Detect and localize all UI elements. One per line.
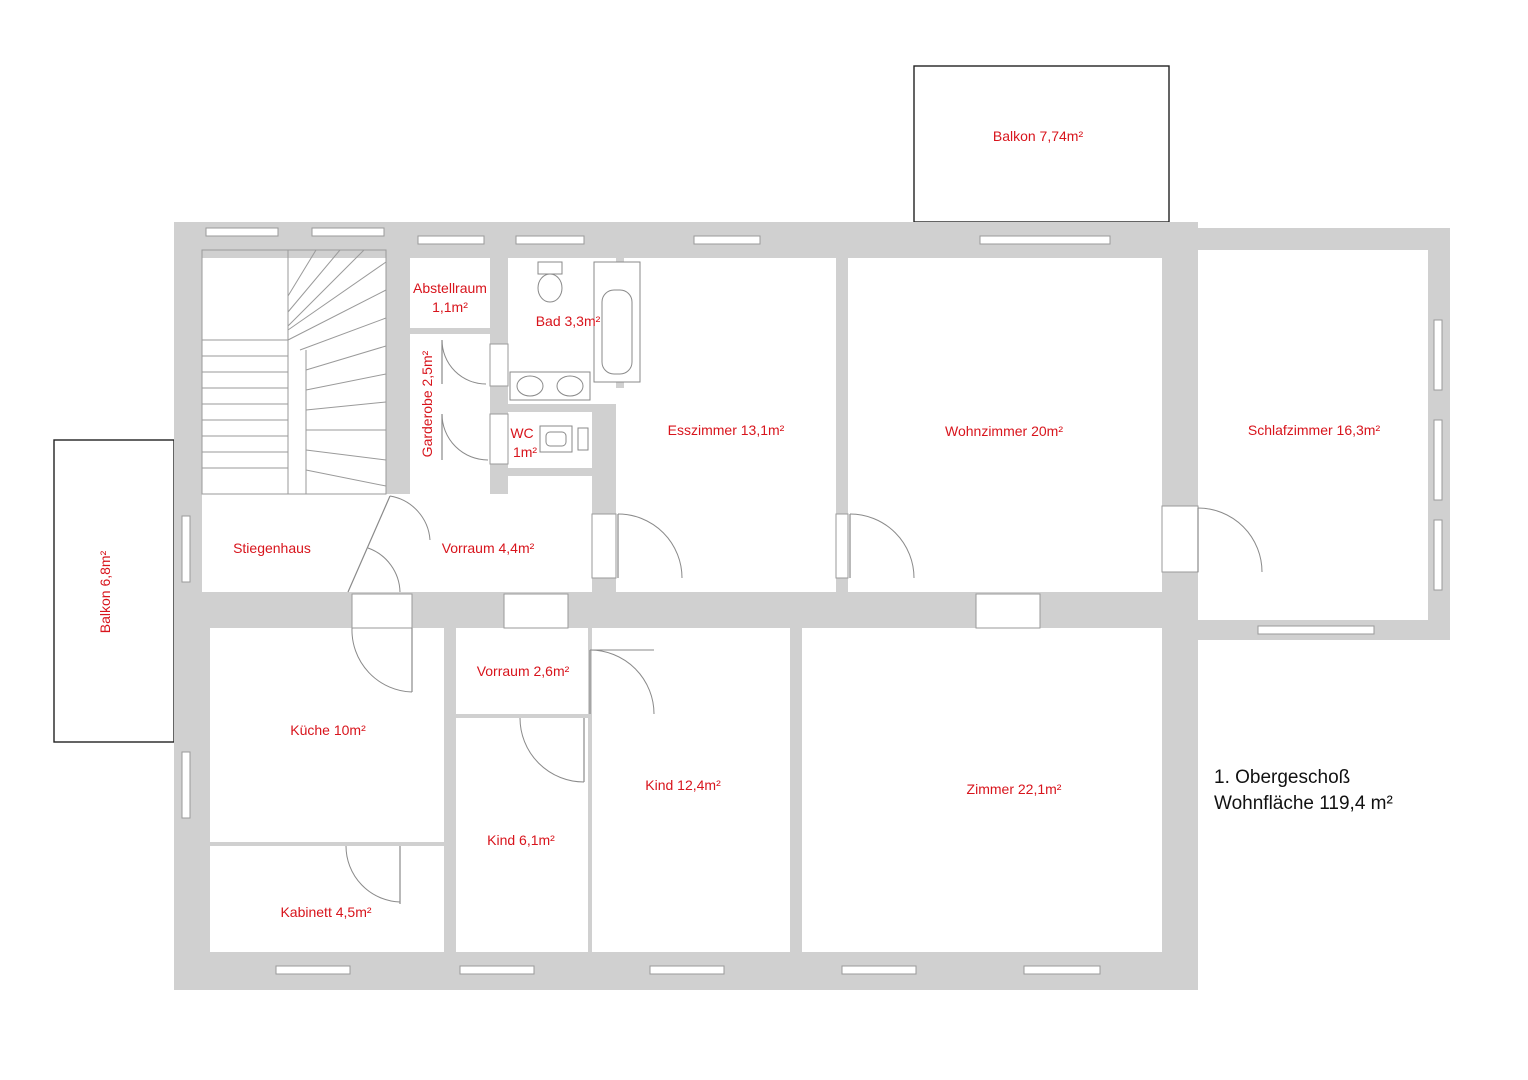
wall-opening [489,413,509,465]
room-label-garderobe: Garderobe 2,5m² [419,350,435,457]
window [649,965,725,975]
window [1433,519,1443,591]
door-arc [589,649,655,715]
door-arc [351,627,413,693]
room-label-wc: WC [510,425,533,441]
balcony-left-outline [53,439,175,743]
balcony-top-outline [913,65,1170,223]
room-label-abstellraum-area: 1,1m² [432,299,468,315]
door-arc [367,547,401,593]
room-label-vorraum-1: Vorraum 4,4m² [442,540,535,556]
window [1433,419,1443,501]
toilet-bath [537,261,563,303]
room-label-bad: Bad 3,3m² [536,313,601,329]
wall-opening [591,513,617,579]
window [181,515,191,583]
window [1257,625,1375,635]
wall-opening [489,343,509,387]
window [311,227,385,237]
room-label-balkon-top: Balkon 7,74m² [993,128,1084,144]
double-sink [509,371,591,401]
room-label-kabinett: Kabinett 4,5m² [280,904,371,920]
door-leaf [347,495,391,593]
room-label-kueche: Küche 10m² [290,722,366,738]
wall-opening [351,593,413,629]
window [841,965,917,975]
window [979,235,1111,245]
window [1433,319,1443,391]
door-arc [345,845,401,903]
window [459,965,535,975]
room-label-esszimmer: Esszimmer 13,1m² [668,422,785,438]
wall-opening [975,593,1041,629]
window [205,227,279,237]
doors [345,339,1263,904]
door-arc [617,513,683,579]
staircase [201,249,387,495]
door-arc [1197,507,1263,573]
windows [181,227,1443,975]
wc-basin [539,425,589,453]
living-area-caption: Wohnfläche 119,4 m² [1214,793,1393,814]
room-label-balkon-left: Balkon 6,8m² [97,550,113,633]
window [693,235,761,245]
room-label-zimmer: Zimmer 22,1m² [967,781,1062,797]
wall-opening [835,513,849,579]
door-arc [519,717,585,783]
door-arc [849,513,915,579]
wall-opening [503,593,569,629]
main-walls [174,222,1198,990]
room-label-vorraum-2: Vorraum 2,6m² [477,663,570,679]
room-label-wohnzimmer: Wohnzimmer 20m² [945,423,1063,439]
door-arc [441,339,487,385]
wall-opening [1161,505,1199,573]
bathtub [593,261,641,383]
door-arc [389,495,431,541]
room-label-schlafzimmer: Schlafzimmer 16,3m² [1248,422,1381,438]
window [181,751,191,819]
room-label-kind-small: Kind 6,1m² [487,832,555,848]
floor-caption: 1. Obergeschoß [1214,767,1350,788]
room-label-kind-large: Kind 12,4m² [645,777,721,793]
door-arc [441,413,489,461]
window [515,235,585,245]
window [417,235,485,245]
window [1023,965,1101,975]
room-label-stiegenhaus: Stiegenhaus [233,540,311,556]
room-label-wc-area: 1m² [513,444,537,460]
room-label-abstellraum: Abstellraum [413,280,487,296]
window [275,965,351,975]
